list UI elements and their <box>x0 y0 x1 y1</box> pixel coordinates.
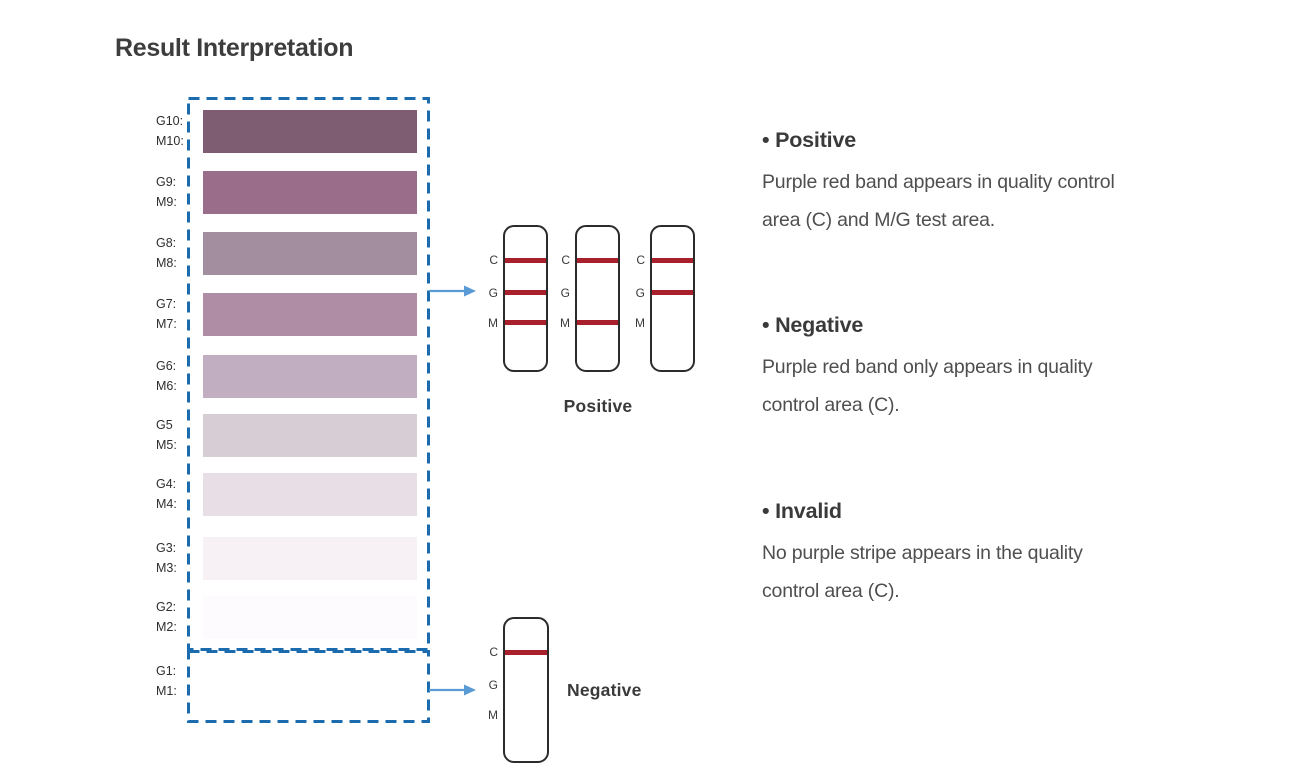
m-level-label: M9: <box>156 195 177 209</box>
legend-positive-line-2: area (C) and M/G test area. <box>762 209 996 231</box>
m-level-label: M7: <box>156 317 177 331</box>
zone-label-m: M <box>560 315 570 330</box>
page-title: Result Interpretation <box>115 34 354 62</box>
legend-positive: • Positive Purple red band appears in qu… <box>762 128 1202 239</box>
scale-row-label: G10: M10: <box>156 111 200 151</box>
gradient-bar <box>203 596 417 639</box>
legend-negative-line-1: Purple red band only appears in quality <box>762 356 1093 378</box>
zone-label-c: C <box>489 253 498 267</box>
m-level-label: M1: <box>156 684 177 698</box>
g-level-label: G7: <box>156 297 177 311</box>
m-level-label: M8: <box>156 256 177 270</box>
gradient-bar <box>203 293 417 336</box>
zone-label-c: C <box>489 645 498 659</box>
g-band <box>652 290 693 295</box>
zone-label-m: M <box>488 315 498 330</box>
zone-label-g: G <box>488 285 498 300</box>
c-band <box>652 257 693 263</box>
zone-label-m: M <box>635 315 645 330</box>
m-level-label: M3: <box>156 561 177 575</box>
m-level-label: M5: <box>156 438 177 452</box>
gradient-bar <box>203 232 417 275</box>
scale-row-label: G3:M3: <box>156 538 200 578</box>
m-level-label: M6: <box>156 379 177 393</box>
scale-row-label-g1m1: G1:M1: <box>156 661 200 701</box>
legend-negative: • Negative Purple red band only appears … <box>762 313 1202 424</box>
zone-label-g: G <box>635 285 645 300</box>
gradient-range-dashed-box <box>187 97 430 651</box>
legend-negative-line-2: control area (C). <box>762 394 900 416</box>
scale-row-label: G9:M9: <box>156 172 200 212</box>
legend-invalid-heading: • Invalid <box>762 499 842 523</box>
gradient-bar-blank <box>203 660 417 703</box>
legend-negative-heading: • Negative <box>762 313 864 337</box>
g-level-label: G6: <box>156 359 177 373</box>
m-level-label: M2: <box>156 620 177 634</box>
m-band <box>505 320 546 325</box>
negative-range-dashed-box <box>187 650 430 723</box>
m-level-label: M4: <box>156 497 177 511</box>
zone-label-g: G <box>488 677 498 692</box>
m-level-label: M10: <box>156 134 184 148</box>
gradient-bar <box>203 473 417 516</box>
gradient-bar <box>203 414 417 457</box>
zone-label-m: M <box>488 707 498 722</box>
g-level-label: G4: <box>156 477 177 491</box>
gradient-bar <box>203 537 417 580</box>
g-level-label: G3: <box>156 541 177 555</box>
negative-group-label: Negative <box>567 680 642 700</box>
positive-group-label: Positive <box>563 396 633 416</box>
gradient-bar <box>203 171 417 214</box>
g-level-label: G10: <box>156 114 184 128</box>
scale-row-label: G7:M7: <box>156 294 200 334</box>
arrow-to-negative-strip-icon <box>429 684 476 696</box>
legend-invalid-line-1: No purple stripe appears in the quality <box>762 542 1083 564</box>
g-band <box>505 290 546 295</box>
g-level-label: G2: <box>156 600 177 614</box>
scale-row-label: G2:M2: <box>156 597 200 637</box>
arrow-to-positive-strips-icon <box>429 285 476 297</box>
c-band <box>505 257 546 263</box>
scale-row-label: G6:M6: <box>156 356 200 396</box>
legend-positive-line-1: Purple red band appears in quality contr… <box>762 171 1115 193</box>
gradient-bar <box>203 110 417 153</box>
scale-row-label: G4:M4: <box>156 474 200 514</box>
zone-label-g: G <box>560 285 570 300</box>
g-level-label: G9: <box>156 175 177 189</box>
scale-row-label: G8:M8: <box>156 233 200 273</box>
zone-label-c: C <box>561 253 570 267</box>
g-level-label: G8: <box>156 236 177 250</box>
legend-positive-heading: • Positive <box>762 128 856 152</box>
m-band <box>577 320 618 325</box>
legend-invalid: • Invalid No purple stripe appears in th… <box>762 499 1202 610</box>
g-level-label: G5 <box>156 418 173 432</box>
legend-invalid-line-2: control area (C). <box>762 580 900 602</box>
zone-label-c: C <box>636 253 645 267</box>
g-level-label: G1: <box>156 664 177 678</box>
c-band <box>505 649 547 655</box>
gradient-bar <box>203 355 417 398</box>
c-band <box>577 257 618 263</box>
